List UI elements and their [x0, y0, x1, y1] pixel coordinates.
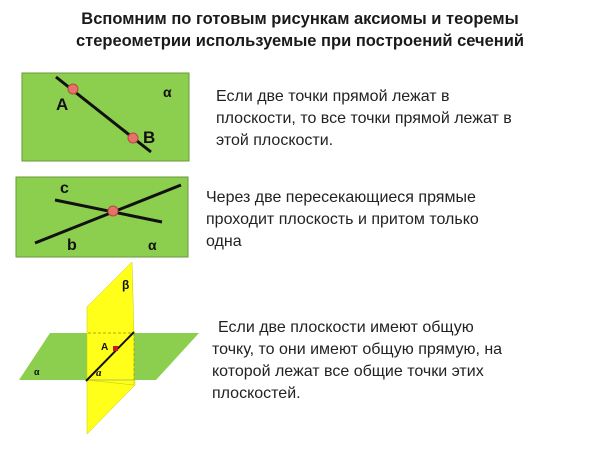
statement-2: Через две пересекающиеся прямые проходит…: [206, 187, 479, 253]
plane-alpha-label-3: α: [34, 367, 40, 377]
intersection-line-a: [85, 331, 135, 382]
statement-3: Если две плоскости имеют общую точку, то…: [212, 317, 502, 405]
point-a-label: A: [56, 95, 68, 114]
plane-alpha-label-1: α: [163, 84, 172, 100]
statement-2-line-1: Через две пересекающиеся прямые: [206, 189, 476, 206]
point-a-marker-3: [113, 346, 118, 351]
statement-3-line-3: которой лежат все общие точки этих: [212, 363, 484, 380]
title-line-2: стереометрии используемые при построений…: [75, 32, 525, 50]
point-b-label: B: [143, 128, 155, 147]
point-a-marker: [67, 83, 79, 95]
statement-2-line-3: одна: [206, 233, 242, 250]
statement-3-line-4: плоскостей.: [212, 385, 301, 402]
statement-1-line-3: этой плоскости.: [216, 132, 334, 149]
plane-beta-upper: [86, 261, 135, 386]
line-a-label: a: [96, 367, 102, 379]
statement-1-line-1: Если две точки прямой лежат в: [216, 88, 450, 105]
figure-intersecting-lines: c b α: [15, 176, 189, 258]
statement-3-line-2: точку, то они имеют общую прямую, на: [212, 341, 503, 358]
intersection-point-marker: [107, 205, 119, 217]
line-b-label: b: [67, 237, 77, 254]
line-b: [34, 183, 182, 245]
plane-beta-label: β: [122, 278, 129, 292]
title-line-1: Вспомним по готовым рисункам аксиомы и т…: [81, 10, 519, 28]
figure-line-in-plane: A B α: [21, 72, 190, 162]
point-b-marker: [127, 132, 139, 144]
statement-2-line-2: проходит плоскость и притом только: [206, 211, 479, 228]
statement-3-line-1: Если две плоскости имеют общую: [218, 319, 474, 336]
line-c-label: c: [60, 180, 69, 197]
plane-alpha-label-2: α: [148, 237, 157, 253]
point-a-label-3: A: [101, 342, 108, 353]
statement-1-line-2: плоскости, то все точки прямой лежат в: [216, 110, 512, 127]
page-title: Вспомним по готовым рисункам аксиомы и т…: [0, 8, 600, 52]
figure-intersecting-planes: A a β α: [19, 261, 199, 435]
statement-1: Если две точки прямой лежат в плоскости,…: [216, 86, 512, 152]
